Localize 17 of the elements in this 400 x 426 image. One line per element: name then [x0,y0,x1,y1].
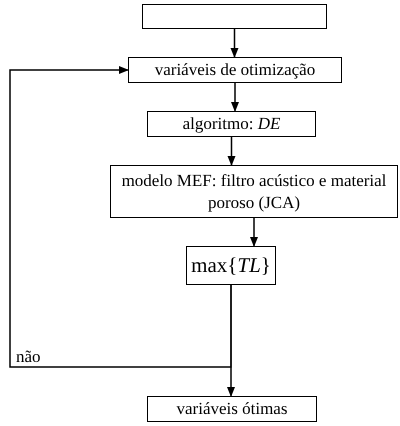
box-text: max{TL} [191,252,271,279]
process-box [142,4,327,29]
process-box [128,57,342,83]
box-text: variáveis de otimização [154,59,316,81]
arrow [230,29,238,58]
process-box [147,396,317,422]
process-box [110,165,398,218]
arrow [231,83,239,112]
box-text: algoritmo: DE [182,113,280,135]
process-box [147,111,316,137]
arrow [9,66,232,368]
arrow [250,218,258,247]
process-box [186,246,276,285]
arrow [228,137,236,166]
edge-label: não [14,348,43,365]
box-text: modelo MEF: filtro acústico e material poroso (JCA) [120,170,388,213]
box-text: variáveis ótimas [176,398,288,420]
